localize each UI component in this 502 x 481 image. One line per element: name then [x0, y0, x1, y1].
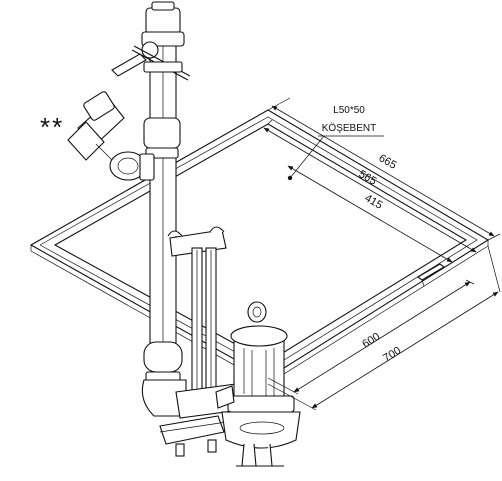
- pipe-elbow-coupling: [143, 341, 183, 373]
- bracket-hooks: [167, 226, 225, 237]
- motor-top-cover: [230, 325, 288, 347]
- foot-bolt-1: [175, 443, 185, 457]
- angle-iron-callout: L50*50 KÖŞEBENT: [289, 105, 384, 179]
- branch-valve-head: [83, 91, 115, 121]
- callout-label-size: L50*50: [333, 105, 365, 116]
- dim-line-700: [311, 291, 499, 409]
- frame-end-detail: [417, 263, 445, 281]
- dim-line-415: [287, 165, 453, 263]
- motor-flange: [227, 395, 295, 413]
- coupling-upper-1: [143, 61, 183, 73]
- special-fitting-marker: **: [40, 112, 64, 142]
- check-valve-branch: **: [40, 91, 155, 181]
- foot-bolt-2: [207, 439, 217, 453]
- top-valve-body: [145, 7, 181, 35]
- dimension-lines: 665 565 415 600 700: [263, 97, 501, 411]
- callout-leader: [289, 135, 325, 179]
- volute-casing: [221, 411, 301, 449]
- top-valve-cap: [151, 1, 175, 11]
- callout-label-name: KÖŞEBENT: [322, 122, 376, 134]
- discharge-pipe-assembly: [111, 1, 191, 383]
- pipe-clamp-bracket: [111, 53, 147, 77]
- check-valve-flange: [139, 153, 155, 181]
- dim-700-label: 700: [381, 345, 403, 365]
- lifting-eye: [247, 301, 267, 323]
- dim-600-label: 600: [360, 331, 382, 351]
- pump-discharge-flange: [215, 385, 235, 409]
- branch-elbow: [67, 121, 105, 161]
- valve-handle-hub: [141, 41, 159, 59]
- pump-stand-leg-1: [241, 443, 257, 467]
- submersible-pump: [215, 301, 301, 467]
- base-foot: [159, 415, 225, 445]
- pipe-union: [143, 117, 181, 149]
